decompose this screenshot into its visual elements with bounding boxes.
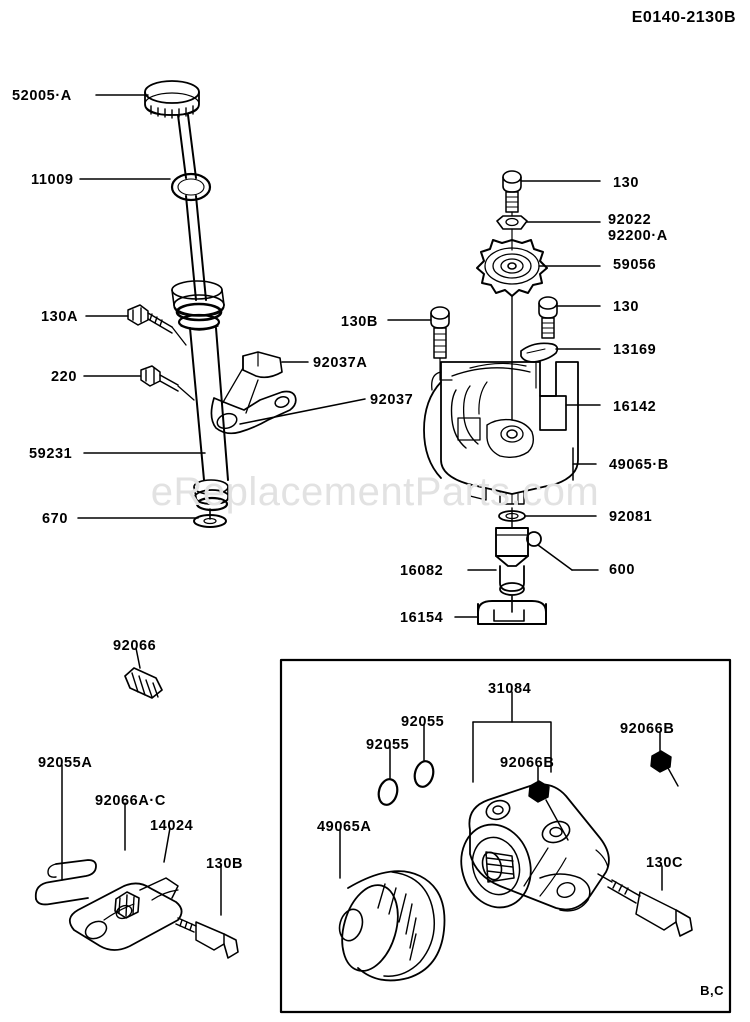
part-drain-tube-92055a xyxy=(34,764,239,959)
leader-lines-left xyxy=(77,94,206,519)
part-oil-filter-49065a xyxy=(338,829,446,982)
part-label-31084: 31084 xyxy=(488,681,532,697)
part-pump-body xyxy=(423,295,601,505)
part-label-130a: 130A xyxy=(41,309,79,325)
part-plug-92066b-right xyxy=(650,731,679,787)
part-label-600: 600 xyxy=(609,562,635,578)
part-seal-670 xyxy=(193,514,227,528)
part-label-92066b: 92066B xyxy=(500,755,555,771)
part-label-49065a: 49065A xyxy=(317,819,372,835)
part-bolt-130b-top xyxy=(387,306,453,381)
inset-box xyxy=(279,658,732,1014)
part-filter-mount-31084 xyxy=(460,691,610,912)
part-label-92066a-c: 92066A·C xyxy=(95,793,166,809)
part-plug-220 xyxy=(140,365,195,401)
part-label-130: 130 xyxy=(613,175,639,191)
part-tube-collar xyxy=(171,280,225,331)
part-label-92200-a: 92200·A xyxy=(608,228,668,244)
part-oring-92055-b xyxy=(413,723,435,788)
part-bolt-130-top xyxy=(502,170,601,213)
part-label-13169: 13169 xyxy=(613,342,657,358)
part-label-220: 220 xyxy=(51,369,77,385)
part-label-14024: 14024 xyxy=(150,818,194,834)
part-label-49065-b: 49065·B xyxy=(609,457,669,473)
part-label-16142: 16142 xyxy=(613,399,657,415)
part-oring-92081 xyxy=(498,510,597,522)
part-label-92081: 92081 xyxy=(609,509,653,525)
part-washer-92022 xyxy=(496,211,601,230)
part-dipstick-cap xyxy=(144,80,200,119)
part-label-130b: 130B xyxy=(206,856,244,872)
part-label-92055: 92055 xyxy=(401,714,445,730)
part-label-11009: 11009 xyxy=(31,172,74,188)
part-label-92037: 92037 xyxy=(370,392,414,408)
part-oil-pump-gear-59056 xyxy=(476,228,601,297)
part-relief-valve-16082 xyxy=(467,507,529,596)
diagram-number: E0140-2130B xyxy=(631,9,736,26)
part-dipstick-rod xyxy=(177,114,207,301)
part-plug-92066b-center xyxy=(528,765,569,841)
part-dipstick-tube-59231 xyxy=(189,327,230,520)
part-label-52005-a: 52005·A xyxy=(12,88,72,104)
inset-corner-tag: B,C xyxy=(700,983,724,998)
part-label-670: 670 xyxy=(42,511,68,527)
part-bolt-130a xyxy=(127,304,187,346)
part-label-59231: 59231 xyxy=(29,446,73,462)
part-label-130b: 130B xyxy=(340,314,378,330)
part-label-92055: 92055 xyxy=(366,737,410,753)
part-bolt-130-mid xyxy=(538,296,601,339)
part-label-130: 130 xyxy=(613,299,639,315)
part-label-16154: 16154 xyxy=(400,610,444,626)
part-label-92055a: 92055A xyxy=(38,755,93,771)
part-bracket-92037 xyxy=(210,351,366,435)
part-fitting-92066 xyxy=(124,647,163,699)
part-pin-13169 xyxy=(520,342,601,389)
part-label-130c: 130C xyxy=(646,855,684,871)
part-bolt-130c xyxy=(597,865,693,937)
part-oring-11009 xyxy=(170,172,212,202)
part-label-92037a: 92037A xyxy=(313,355,368,371)
part-label-92066: 92066 xyxy=(113,638,157,654)
part-label-16082: 16082 xyxy=(400,563,444,579)
part-clip-16154 xyxy=(454,595,547,625)
part-label-59056: 59056 xyxy=(613,257,657,273)
part-label-92066b: 92066B xyxy=(620,721,675,737)
part-oring-92055-a xyxy=(377,745,399,806)
part-label-92022: 92022 xyxy=(608,212,652,228)
part-ball-600 xyxy=(526,531,599,571)
